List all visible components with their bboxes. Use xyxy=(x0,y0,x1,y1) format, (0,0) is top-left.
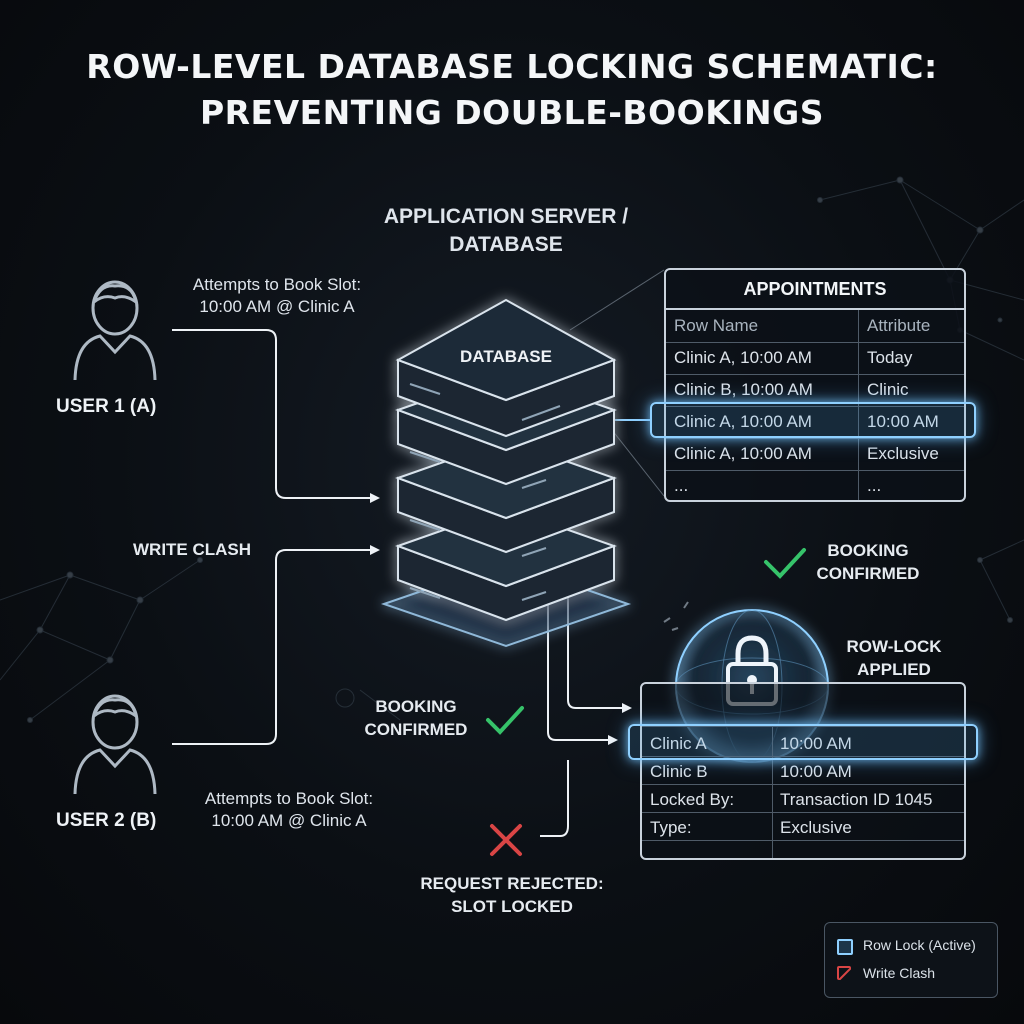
appointments-title: APPOINTMENTS xyxy=(666,270,964,310)
user-1-attempt: Attempts to Book Slot: 10:00 AM @ Clinic… xyxy=(168,274,386,318)
user-1-attempt-line-2: 10:00 AM @ Clinic A xyxy=(199,297,355,316)
request-rejected: REQUEST REJECTED: SLOT LOCKED xyxy=(402,872,622,918)
user-2-attempt-line-2: 10:00 AM @ Clinic A xyxy=(211,811,367,830)
row-lock-applied: ROW-LOCK APPLIED xyxy=(826,635,962,681)
row-lock-line-1: ROW-LOCK xyxy=(846,637,942,656)
user-2-attempt-line-1: Attempts to Book Slot: xyxy=(204,789,374,808)
user-1-path xyxy=(172,329,380,503)
row-name: ... xyxy=(674,476,689,495)
table-row: Clinic A 10:00 AM xyxy=(642,728,964,760)
row-name: Clinic B, 10:00 AM xyxy=(674,380,813,399)
check-right-icon xyxy=(764,548,806,579)
header-attribute: Attribute xyxy=(867,316,931,335)
user-2-attempt: Attempts to Book Slot: 10:00 AM @ Clinic… xyxy=(180,788,398,832)
write-clash-swatch-icon xyxy=(837,966,851,980)
legend-write-clash-label: Write Clash xyxy=(863,965,936,981)
lock-table: Clinic A 10:00 AM Clinic B 10:00 AM Lock… xyxy=(640,682,966,860)
booking-confirmed-left-line-2: CONFIRMED xyxy=(364,720,468,739)
user-1-attempt-line-1: Attempts to Book Slot: xyxy=(192,275,362,294)
diagram-title: ROW-LEVEL DATABASE LOCKING SCHEMATIC: PR… xyxy=(0,44,1024,136)
server-label-line-2: DATABASE xyxy=(449,233,563,256)
table-row: Locked By: Transaction ID 1045 xyxy=(642,784,964,816)
header-row-name: Row Name xyxy=(674,316,759,335)
row-lock-swatch-icon xyxy=(837,939,853,955)
check-left-icon xyxy=(486,706,524,735)
legend: Row Lock (Active) Write Clash xyxy=(824,922,998,998)
lock-row-value: 10:00 AM xyxy=(780,762,852,781)
table-row: Clinic A, 10:00 AM Today xyxy=(666,342,964,374)
user-1-name: USER 1 (A) xyxy=(56,396,157,417)
row-attribute: Today xyxy=(867,348,913,367)
booking-confirmed-left: BOOKING CONFIRMED xyxy=(346,695,486,741)
lock-row-value: Transaction ID 1045 xyxy=(780,790,933,809)
user-1-icon xyxy=(73,280,157,381)
server-label: APPLICATION SERVER / DATABASE xyxy=(346,203,666,259)
title-line-1: ROW-LEVEL DATABASE LOCKING SCHEMATIC: xyxy=(86,47,938,86)
booking-confirmed-right-line-1: BOOKING xyxy=(827,541,909,560)
legend-row-lock: Row Lock (Active) xyxy=(837,937,976,955)
lock-row-name: Type: xyxy=(650,818,692,837)
lock-row-name: Clinic B xyxy=(650,762,708,781)
table-row: Clinic B, 10:00 AM Clinic xyxy=(666,374,964,406)
row-name: Clinic A, 10:00 AM xyxy=(674,412,812,431)
title-line-2: PREVENTING DOUBLE-BOOKINGS xyxy=(199,93,825,132)
booking-confirmed-right-line-2: CONFIRMED xyxy=(816,564,920,583)
row-name: Clinic A, 10:00 AM xyxy=(674,444,812,463)
row-attribute: Exclusive xyxy=(867,444,939,463)
table-row: Clinic B 10:00 AM xyxy=(642,756,964,788)
table-row: Clinic A, 10:00 AM 10:00 AM xyxy=(666,406,964,438)
appointments-table: APPOINTMENTS Row Name Attribute Clinic A… xyxy=(664,268,966,502)
lock-row-name: Locked By: xyxy=(650,790,735,809)
legend-row-lock-label: Row Lock (Active) xyxy=(863,937,976,953)
lock-highlight-row xyxy=(628,724,978,760)
database-stack xyxy=(380,298,632,648)
table-row: Type: Exclusive xyxy=(642,812,964,844)
database-label: DATABASE xyxy=(460,347,552,366)
lock-row-value: 10:00 AM xyxy=(780,734,852,753)
table-row: Clinic A, 10:00 AM Exclusive xyxy=(666,438,964,470)
booking-confirmed-left-line-1: BOOKING xyxy=(375,697,457,716)
reject-icon xyxy=(490,824,522,856)
table-row: ... ... xyxy=(666,470,964,502)
row-attribute: ... xyxy=(867,476,882,495)
user-2-name: USER 2 (B) xyxy=(56,810,157,831)
legend-write-clash: Write Clash xyxy=(837,965,935,981)
write-clash-label: WRITE CLASH xyxy=(133,540,252,559)
lock-row-value: Exclusive xyxy=(780,818,852,837)
appointments-header-row: Row Name Attribute xyxy=(666,310,964,342)
rejected-line-2: SLOT LOCKED xyxy=(451,897,573,916)
row-lock-line-2: APPLIED xyxy=(857,660,931,679)
rejected-line-1: REQUEST REJECTED: xyxy=(420,874,604,893)
zoom-lines xyxy=(569,269,665,497)
server-label-line-1: APPLICATION SERVER / xyxy=(383,205,629,228)
row-name: Clinic A, 10:00 AM xyxy=(674,348,812,367)
booking-confirmed-right: BOOKING CONFIRMED xyxy=(800,539,936,585)
lock-row-name: Clinic A xyxy=(650,734,707,753)
user-2-icon xyxy=(73,694,157,795)
user-2-path xyxy=(172,545,380,745)
row-attribute: Clinic xyxy=(867,380,909,399)
row-attribute: 10:00 AM xyxy=(867,412,939,431)
appointments-highlight-row xyxy=(650,402,976,438)
